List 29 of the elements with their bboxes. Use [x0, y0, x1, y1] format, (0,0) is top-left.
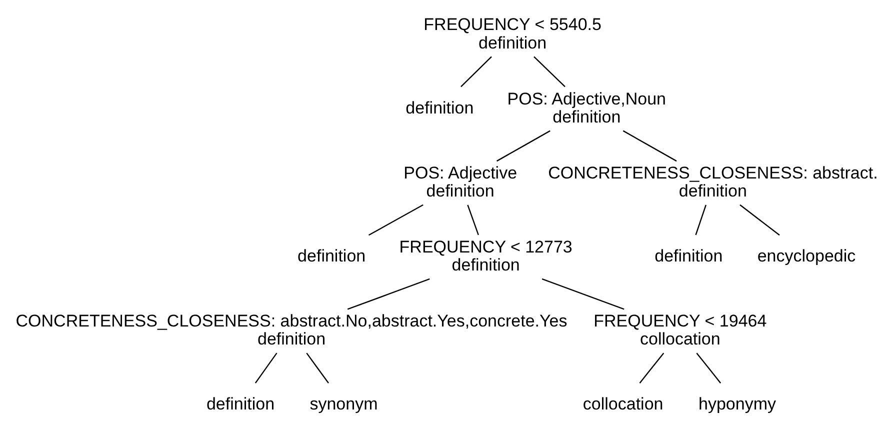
- connector: [541, 278, 624, 310]
- node-text: collocation: [582, 394, 663, 414]
- connector: [460, 56, 492, 88]
- node-text: FREQUENCY < 12773 definition: [398, 237, 572, 275]
- connector: [694, 204, 706, 236]
- node-text: encyclopedic: [756, 246, 856, 266]
- connector: [496, 130, 550, 162]
- connector: [696, 352, 721, 384]
- connector: [739, 204, 780, 236]
- node-text: POS: Adjective definition: [403, 163, 517, 201]
- connector: [254, 352, 277, 384]
- connector: [306, 352, 328, 384]
- node-text: definition: [654, 246, 722, 266]
- node-text: FREQUENCY < 5540.5 definition: [423, 15, 601, 52]
- connector: [368, 204, 423, 236]
- node-text: hyponymy: [698, 394, 776, 414]
- node-text: definition: [405, 98, 474, 118]
- connector: [533, 56, 565, 88]
- node-text: POS: Adjective,Noun definition: [506, 89, 666, 126]
- node-text: FREQUENCY < 19464 collocation: [593, 312, 766, 349]
- connector: [622, 130, 676, 162]
- node-text: definition: [206, 394, 274, 414]
- connector: [466, 204, 478, 236]
- connector: [346, 278, 430, 310]
- connector: [638, 352, 664, 384]
- node-text: CONCRETENESS_CLOSENESS: abstract.No,abstract.Yes,concrete.Yes definition: [15, 312, 567, 349]
- node-text: synonym: [309, 394, 378, 414]
- node-text: CONCRETENESS_CLOSENESS: abstract. definition: [548, 163, 878, 201]
- node-text: definition: [297, 246, 366, 266]
